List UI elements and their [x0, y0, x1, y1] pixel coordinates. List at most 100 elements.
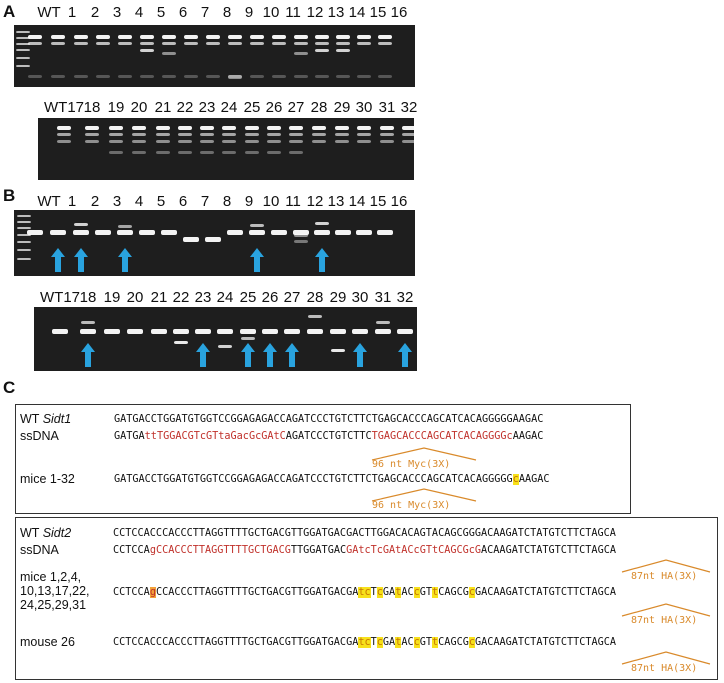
- gel-band: [228, 42, 242, 45]
- lane-label: 12: [306, 193, 324, 210]
- gel-band: [314, 230, 330, 235]
- gel-band: [57, 126, 71, 130]
- gel-band: [222, 133, 236, 136]
- sequence-segment: t: [432, 637, 439, 648]
- gel-band: [195, 329, 211, 334]
- gel-band: [16, 43, 30, 45]
- sequence-segment: t: [432, 587, 439, 598]
- gel-band: [377, 230, 393, 235]
- gel-band: [132, 126, 146, 130]
- gel-band: [250, 224, 264, 227]
- gel-band: [85, 126, 99, 130]
- gel-band: [272, 35, 286, 39]
- lane-label: WT17: [39, 289, 81, 306]
- gel-band: [249, 230, 265, 235]
- gel-band: [140, 49, 154, 52]
- gel-band: [241, 337, 255, 340]
- gel-band: [250, 35, 264, 39]
- gel-band: [315, 49, 329, 52]
- myc-annotation-1: 96 nt Myc(3X): [372, 459, 451, 470]
- gel-band: [74, 223, 88, 226]
- gel-band: [96, 42, 110, 45]
- lane-label: 8: [222, 4, 232, 21]
- mutant-arrow-icon: [263, 343, 277, 367]
- mutant-arrow-icon: [285, 343, 299, 367]
- lane-label: 31: [374, 289, 392, 306]
- gel-band: [16, 49, 30, 51]
- gel-band: [217, 329, 233, 334]
- gel-band: [357, 75, 371, 78]
- sequence-segment: GACAAGATCTATGTCTTCTAGCA: [474, 637, 617, 648]
- gel-band: [331, 349, 345, 352]
- sequence-segment: T: [370, 637, 377, 648]
- gel-band: [357, 133, 371, 136]
- sequence-segment: TTGGATGAC: [290, 545, 347, 556]
- mutant-arrow-icon: [353, 343, 367, 367]
- lane-label: 32: [400, 99, 418, 116]
- lane-label: 15: [369, 4, 387, 21]
- sequence-segment: t: [395, 587, 402, 598]
- ha-brace-2: [621, 603, 711, 617]
- gel-band: [74, 75, 88, 78]
- gel-band: [17, 258, 31, 260]
- wt-sidt1-label: WT Sidt1: [20, 412, 72, 426]
- gel-band: [184, 75, 198, 78]
- gel-band: [17, 227, 31, 229]
- gel-band: [289, 133, 303, 136]
- gel-band: [378, 42, 392, 45]
- sequence-segment: tc: [358, 587, 371, 598]
- gel-band: [336, 49, 350, 52]
- sequence-segment: AC: [401, 587, 414, 598]
- gel-band: [17, 241, 31, 243]
- lane-label: 22: [172, 289, 190, 306]
- gel-band: [284, 329, 300, 334]
- gel-band: [315, 75, 329, 78]
- gel-band: [85, 140, 99, 143]
- gel-band: [378, 75, 392, 78]
- lane-label: 28: [306, 289, 324, 306]
- gel-band: [161, 230, 177, 235]
- ha-annotation-2: 87nt HA(3X): [631, 615, 698, 626]
- gel-band: [222, 151, 236, 154]
- sequence-segment: t: [395, 637, 402, 648]
- gel-band: [222, 126, 236, 130]
- sequence-segment: c: [376, 637, 383, 648]
- lane-label: 9: [244, 4, 254, 21]
- gel-band: [245, 133, 259, 136]
- gel-band: [271, 230, 287, 235]
- mice-sidt1-sequence: GATGACCTGGATGTGGTCCGGAGAGACCAGATCCCTGTCT…: [114, 474, 549, 485]
- mice-sidt2-sequence: CCTCCAgCCACCCTTAGGTTTTGCTGACGTTGGATGACGA…: [113, 587, 616, 598]
- gel-band: [402, 133, 414, 136]
- lane-label: 28: [310, 99, 328, 116]
- sequence-segment: GACAAGATCTATGTCTTCTAGCA: [475, 587, 617, 598]
- gel-band: [132, 151, 146, 154]
- lane-label: 19: [107, 99, 125, 116]
- gel-band: [272, 75, 286, 78]
- gel-band: [336, 35, 350, 39]
- gel-band: [312, 133, 326, 136]
- gel-band: [289, 140, 303, 143]
- gel-band: [206, 75, 220, 78]
- sequence-segment: GATGACCTGGATGTGGTCCGGAGAGACCAGATCCCTGTCT…: [114, 474, 513, 485]
- gel-band: [80, 329, 96, 334]
- gel-band: [335, 126, 349, 130]
- sequence-segment: c: [468, 637, 475, 648]
- gel-band: [28, 35, 42, 39]
- sequence-segment: TGAGCACCCAGCATCACAGGGGc: [371, 431, 513, 442]
- gel-band: [173, 329, 189, 334]
- gel-band: [178, 133, 192, 136]
- lane-label: 23: [194, 289, 212, 306]
- lane-label: 21: [154, 99, 172, 116]
- lane-label: 14: [348, 4, 366, 21]
- lane-label: 13: [327, 193, 345, 210]
- gel-band: [250, 42, 264, 45]
- gel-band: [74, 42, 88, 45]
- gel-band: [245, 151, 259, 154]
- gel-band: [380, 133, 394, 136]
- gel-band: [162, 75, 176, 78]
- lane-label: 20: [130, 99, 148, 116]
- lane-label: 16: [390, 4, 408, 21]
- gel-band: [109, 151, 123, 154]
- ssdna-sidt2-sequence: CCTCCAgCCACCCTTAGGTTTTGCTGACGTTGGATGACGA…: [113, 545, 616, 556]
- sequence-segment: ACAAGATCTATGTCTTCTAGCA: [481, 545, 616, 556]
